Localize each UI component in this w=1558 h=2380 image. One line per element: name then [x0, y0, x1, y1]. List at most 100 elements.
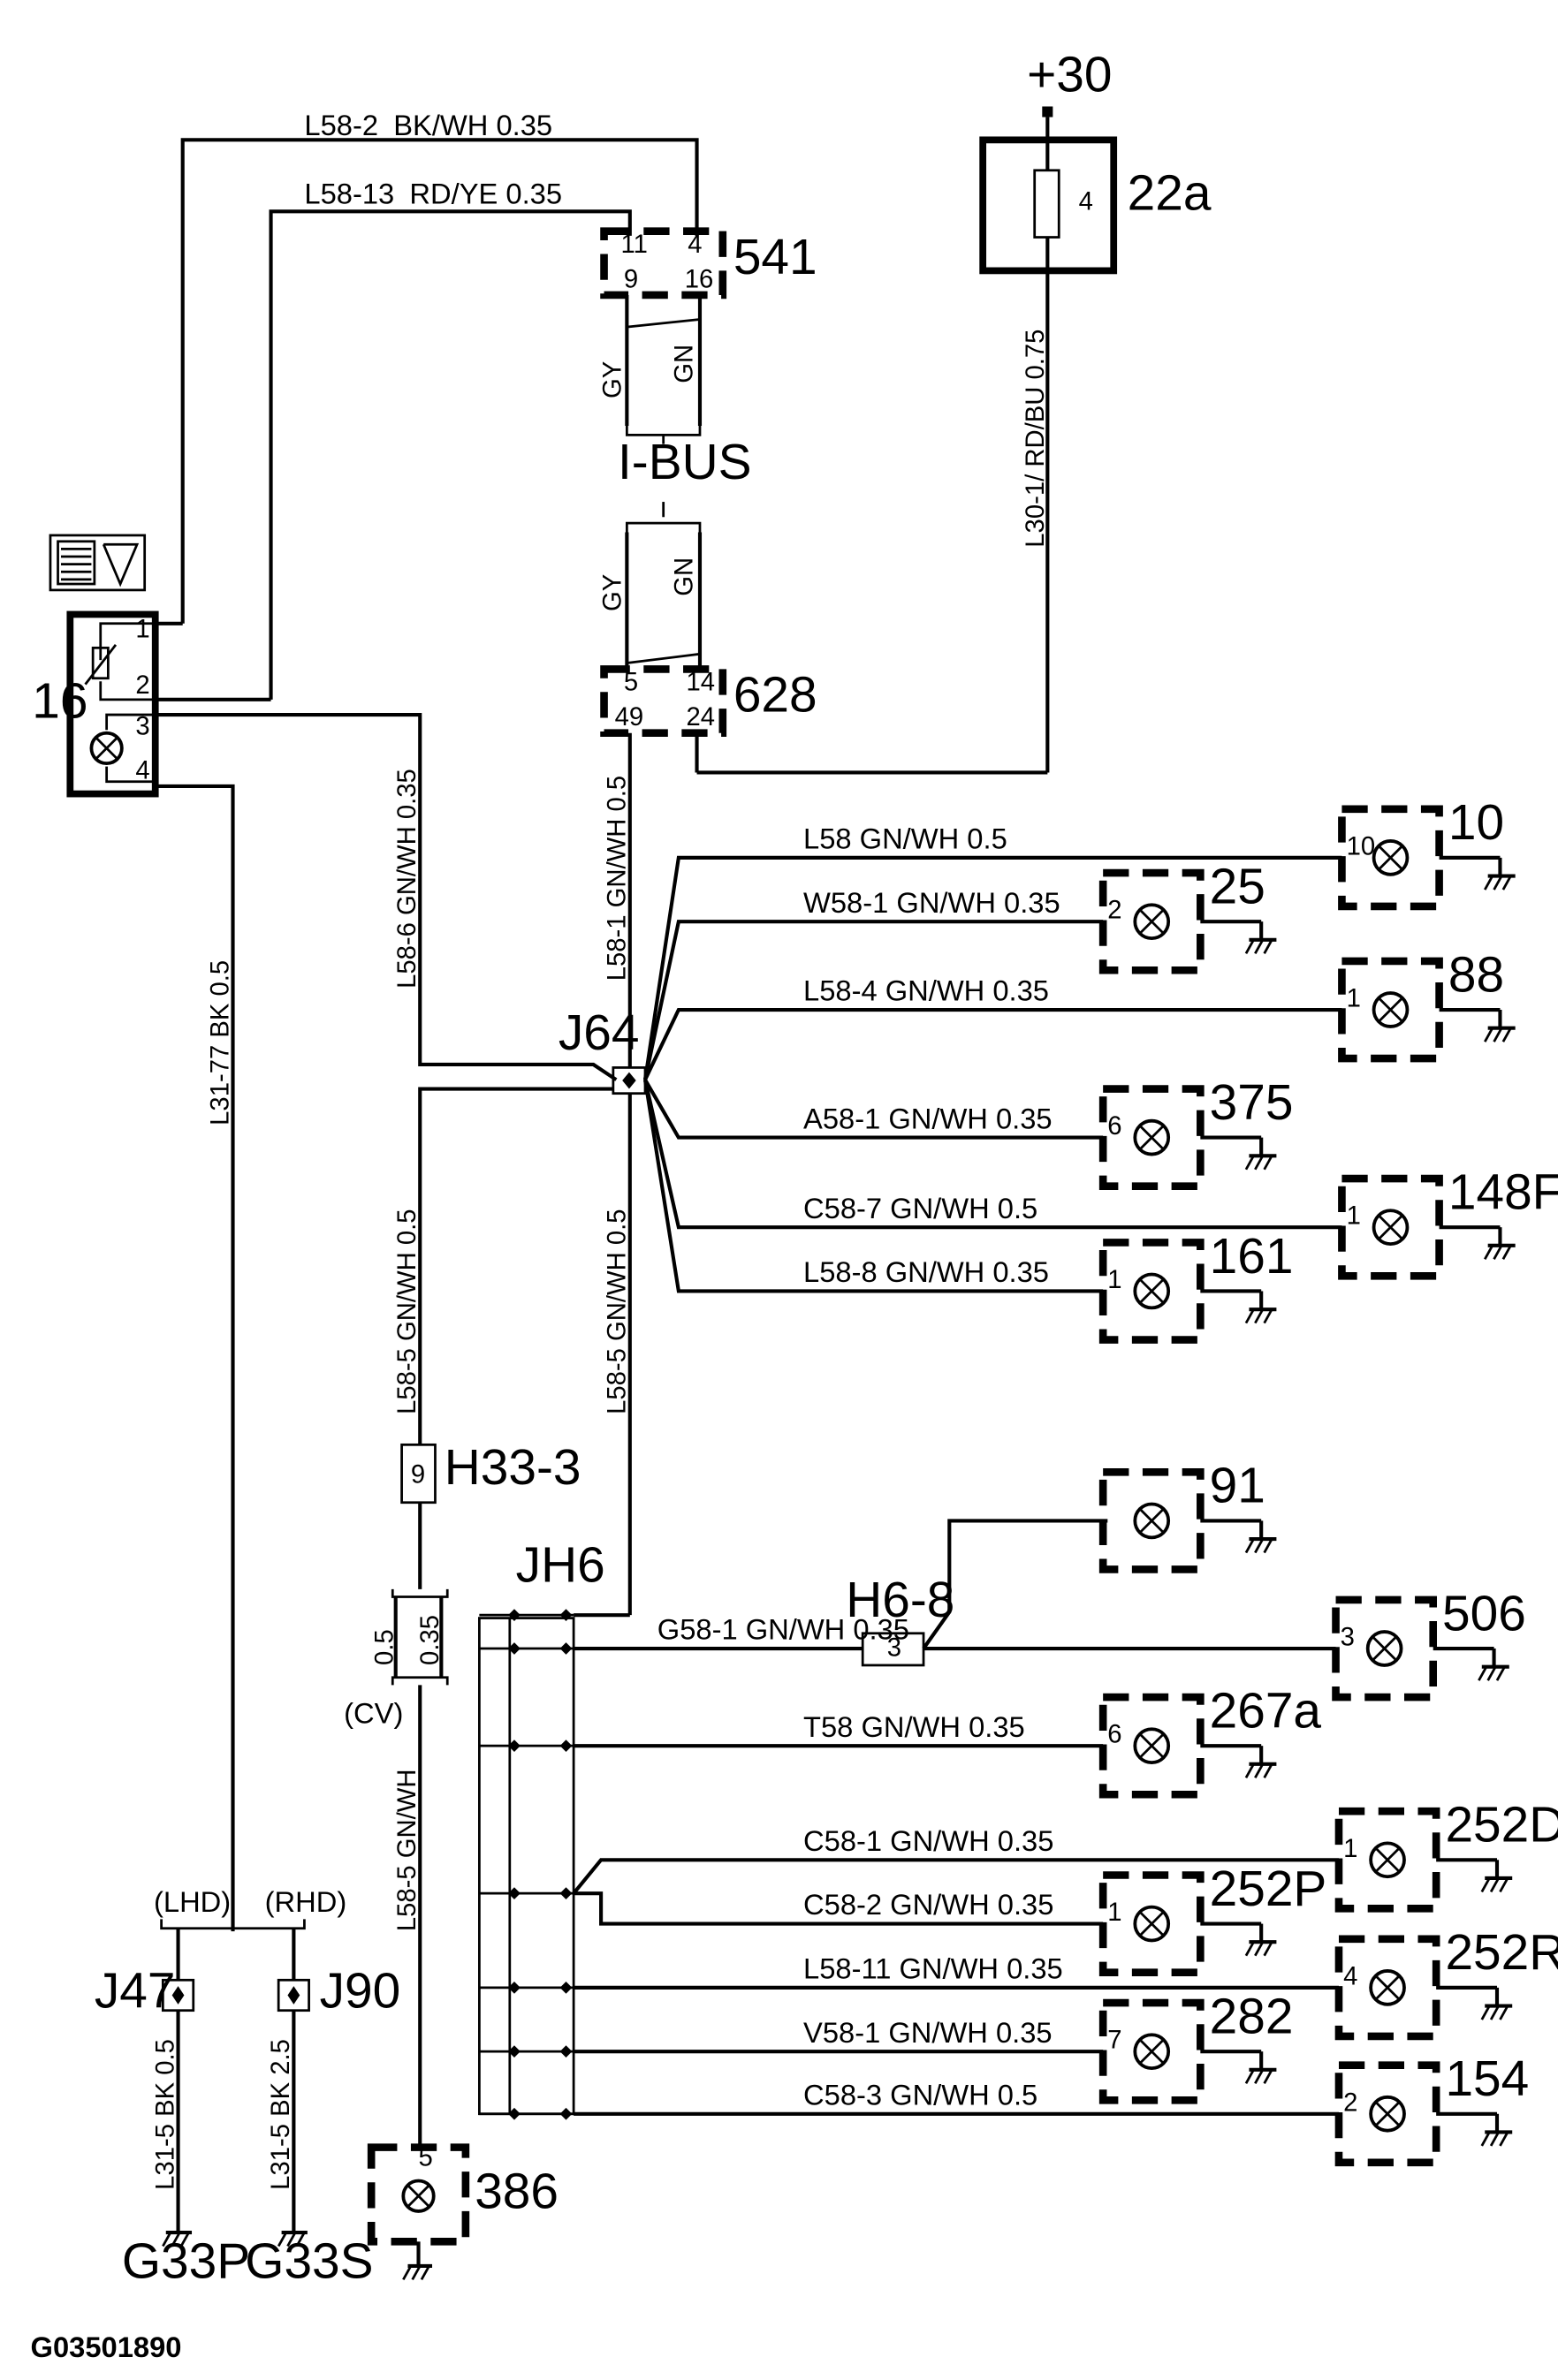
connector-541: 11 4 9 16 541: [600, 227, 817, 299]
svg-text:49: 49: [615, 703, 644, 731]
svg-text:L58-5 GN/WH 0.5: L58-5 GN/WH 0.5: [604, 1209, 632, 1414]
svg-text:1: 1: [1347, 985, 1361, 1013]
svg-text:GY: GY: [598, 361, 627, 398]
wire-label-jh6-7: C58-3 GN/WH 0.5: [803, 2078, 1037, 2111]
splice-j64: J64 L58-1 GN/WH 0.5 L58-5 GN/WH 0.5 L58-…: [393, 732, 647, 1616]
ground-splices: (LHD) (RHD) J47 J90 L31-5 BK 0.5 L31-5 B…: [95, 1885, 400, 2290]
wire-label-jh6-3: C58-1 GN/WH 0.35: [803, 1824, 1053, 1857]
wire-label-fuse-feed: L30-1/ RD/BU 0.75: [1022, 330, 1050, 548]
lamp-jh6-0: 91: [1098, 1459, 1277, 1573]
component-91: 91: [1210, 1459, 1265, 1514]
svg-text:16: 16: [685, 265, 714, 293]
wire-label-j64-0: L58 GN/WH 0.5: [803, 822, 1007, 855]
svg-text:24: 24: [686, 703, 715, 731]
svg-text:1: 1: [1107, 1266, 1121, 1294]
wire-label-j64-3: A58-1 GN/WH 0.35: [803, 1102, 1053, 1134]
lamp-j64-0: 10 10: [1338, 795, 1516, 911]
figure-id: G03501890: [31, 2331, 182, 2363]
wire-label-j64-2: L58-4 GN/WH 0.35: [803, 974, 1049, 1007]
svg-text:2: 2: [1343, 2088, 1357, 2117]
component-267a: 267a: [1210, 1684, 1322, 1740]
component-148F: 148F: [1448, 1165, 1558, 1221]
svg-text:L58-5 GN/WH 0.5: L58-5 GN/WH 0.5: [393, 1209, 422, 1414]
connector-h6-8: 3 H6-8: [846, 1519, 1108, 1667]
component-375: 375: [1210, 1075, 1294, 1131]
svg-text:3: 3: [887, 1634, 901, 1663]
wire-label-jh6-6: V58-1 GN/WH 0.35: [803, 2016, 1053, 2049]
fuse-pin: 4: [1079, 188, 1093, 216]
rheostat-icon: [91, 646, 110, 680]
splice-jh6: JH6: [478, 1537, 630, 2116]
svg-text:9: 9: [411, 1460, 425, 1489]
svg-text:14: 14: [686, 669, 715, 697]
splice-j64-id: J64: [559, 1005, 640, 1061]
wire-label-j64-5: L58-8 GN/WH 0.35: [803, 1255, 1049, 1288]
svg-text:6: 6: [1107, 1112, 1121, 1141]
lamp-j64-5: 1 161: [1098, 1229, 1294, 1344]
splice-jh6-id: JH6: [516, 1537, 605, 1593]
wire-label-jh6-2: T58 GN/WH 0.35: [803, 1710, 1025, 1743]
connector-h6-8-id: H6-8: [846, 1573, 954, 1628]
svg-text:G33P: G33P: [122, 2234, 250, 2290]
svg-text:3: 3: [1341, 1624, 1355, 1652]
supply-label: +30: [1027, 47, 1112, 102]
component-252D: 252D: [1445, 1798, 1558, 1853]
svg-text:5: 5: [419, 2143, 433, 2172]
svg-text:L31-5 BK 0.5: L31-5 BK 0.5: [151, 2039, 179, 2190]
svg-text:5: 5: [624, 669, 638, 697]
svg-text:L31-77 BK 0.5: L31-77 BK 0.5: [206, 960, 234, 1126]
svg-text:4: 4: [688, 231, 702, 259]
svg-text:9: 9: [624, 265, 638, 293]
wire-label-j64-4: C58-7 GN/WH 0.5: [803, 1192, 1037, 1224]
component-88: 88: [1448, 947, 1504, 1003]
switch-unit-id: 16: [32, 674, 87, 730]
svg-text:1: 1: [1343, 1835, 1357, 1863]
svg-text:J90: J90: [320, 1963, 401, 2019]
svg-text:0.5: 0.5: [370, 1629, 399, 1665]
fuse-22a: +30 4 22a L30-1/ RD/BU 0.75: [696, 47, 1212, 775]
svg-text:1: 1: [1347, 1202, 1361, 1231]
svg-text:7: 7: [1107, 2027, 1121, 2055]
svg-text:4: 4: [135, 756, 149, 784]
connector-h33-id: H33-3: [445, 1440, 581, 1496]
cv-label: (CV): [344, 1696, 403, 1729]
svg-text:10: 10: [1347, 832, 1376, 860]
svg-text:L58-5 GN/WH: L58-5 GN/WH: [393, 1770, 422, 1932]
i-bus: I-BUS GY GN GY GN: [598, 294, 752, 672]
component-252R: 252R: [1445, 1925, 1558, 1981]
svg-text:(RHD): (RHD): [265, 1885, 347, 1918]
svg-text:2: 2: [1107, 897, 1121, 925]
fuse-element: [1033, 169, 1060, 239]
lamp-386: 5 386: [367, 2143, 559, 2281]
component-10: 10: [1448, 795, 1504, 851]
lamp-jh6-3: 1 252D: [1334, 1798, 1558, 1913]
svg-text:0.35: 0.35: [416, 1615, 445, 1665]
component-25: 25: [1210, 860, 1265, 915]
lamp-j64-1: 2 25: [1098, 860, 1277, 974]
connector-628-id: 628: [733, 668, 817, 724]
component-161: 161: [1210, 1229, 1294, 1285]
connector-h33-3: 9 H33-3 0.5 0.35 (CV) L58-5 GN/WH: [344, 1440, 581, 2148]
svg-text:(LHD): (LHD): [154, 1885, 231, 1918]
svg-text:386: 386: [475, 2164, 559, 2219]
wire-label-jh6-4: C58-2 GN/WH 0.35: [803, 1888, 1053, 1921]
svg-text:GN: GN: [670, 345, 698, 383]
svg-text:L58-1 GN/WH 0.5: L58-1 GN/WH 0.5: [604, 776, 632, 981]
connector-541-id: 541: [733, 230, 817, 285]
svg-text:L31-5 BK 2.5: L31-5 BK 2.5: [267, 2039, 295, 2190]
svg-text:1: 1: [1107, 1899, 1121, 1927]
connector-628: 5 14 49 24 628: [600, 665, 817, 773]
lamp-j64-2: 1 88: [1338, 947, 1516, 1063]
switch-lamp-icon: [89, 731, 124, 766]
svg-text:1: 1: [135, 615, 149, 643]
wire-label-j64-1: W58-1 GN/WH 0.35: [803, 886, 1060, 919]
